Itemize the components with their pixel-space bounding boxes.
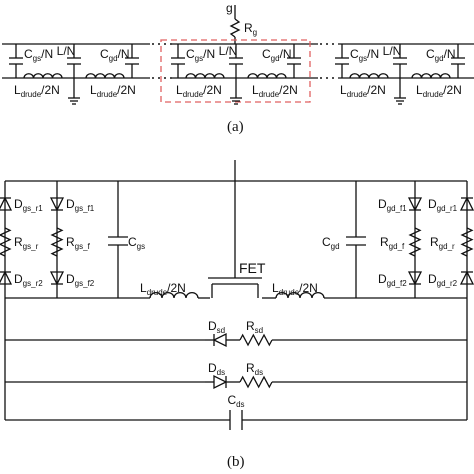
cell-right-ldrude-right-label: Ldrude/2N (416, 83, 462, 99)
r-gs-f-label: Rgs_f (66, 235, 91, 251)
cell-left-ldrude-left-label: Ldrude/2N (14, 83, 60, 99)
diode-triangle (0, 270, 13, 285)
d-gd-r1-label: Dgd_r1 (428, 197, 458, 213)
cgs-label: Cgs (128, 235, 145, 251)
cell-center-ldrude-right-label: Ldrude/2N (252, 83, 298, 99)
ldrude-left-inductor (149, 291, 199, 299)
ldrude-right-inductor (275, 291, 325, 299)
rg-label: Rg (244, 21, 257, 37)
generated-components: Cgs/N L/N Cgd/N Ldrude/2N Ldrude/2N Cgs/N L/N C… (0, 44, 474, 409)
d-gs-r1-diode (0, 196, 13, 211)
cell-right-ldrude-left-label: Ldrude/2N (340, 83, 386, 99)
d-gd-r2-diode (459, 270, 474, 285)
r-gs-r-resistor (0, 227, 12, 257)
cell-left-ldrude-left-inductor (23, 73, 63, 79)
cell-center-cgs-label: Cgs/N (186, 47, 215, 63)
cell-center-ldrude-left-inductor (185, 73, 225, 79)
diode-triangle (0, 196, 13, 211)
fet-label: FET (239, 260, 266, 276)
d-gd-r1-diode (459, 196, 474, 211)
cell-right-ground-icon (394, 92, 406, 105)
diode-triangle (212, 332, 227, 348)
d-gd-f1-label: Dgd_f1 (378, 197, 407, 213)
cell-left-cgd-label: Cgd/N (100, 47, 130, 63)
rds-resistor (239, 375, 273, 389)
cell-left-ln-label: L/N (57, 44, 76, 58)
r-gd-r-label: Rgd_r (430, 235, 455, 251)
r-gs-f-resistor (50, 227, 64, 257)
cell-right-ln-label: L/N (383, 44, 402, 58)
d-gs-f2-label: Dgs_f2 (66, 272, 95, 288)
diode-triangle (49, 271, 65, 286)
rg-resistor (229, 18, 241, 38)
cell-center-ldrude-left-label: Ldrude/2N (176, 83, 222, 99)
diode-triangle (49, 197, 65, 212)
r-gs-r-label: Rgs_r (14, 235, 39, 251)
cell-left-ground-icon (68, 92, 80, 105)
d-gd-r2-label: Dgd_r2 (428, 272, 458, 288)
panel-b-fet-model: FET (b) (4, 160, 468, 470)
rsd-resistor (239, 333, 273, 347)
r-gd-r-resistor (460, 227, 474, 257)
rsd-label: Rsd (246, 319, 263, 335)
d-gd-f2-diode (407, 271, 423, 286)
cell-center-cgd-label: Cgd/N (262, 47, 292, 63)
d-gs-f1-diode (49, 197, 65, 212)
cell-center-ground-icon (230, 92, 242, 105)
panel-a-ladder-circuit: g Rg (a) (2, 1, 474, 135)
d-gs-r2-diode (0, 270, 13, 285)
caption-b: (b) (227, 454, 245, 470)
cell-right-cgd-label: Cgd/N (426, 47, 456, 63)
d-gs-r1-label: Dgs_r1 (14, 197, 43, 213)
d-gs-f1-label: Dgs_f1 (66, 197, 95, 213)
ldrude-right-label: Ldrude/2N (272, 281, 318, 297)
ldrude-left-label: Ldrude/2N (140, 281, 186, 297)
cell-left-ldrude-right-label: Ldrude/2N (90, 83, 136, 99)
dsd-label: Dsd (208, 319, 225, 335)
dsd-diode (212, 332, 227, 348)
d-gd-f2-label: Dgd_f2 (378, 272, 407, 288)
gate-label: g (226, 1, 233, 15)
cell-right-cgs-label: Cgs/N (350, 47, 379, 63)
diode-triangle (407, 271, 423, 286)
cell-left-cgs-label: Cgs/N (24, 47, 53, 63)
cds-label: Cds (227, 393, 244, 409)
d-gs-r2-label: Dgs_r2 (14, 272, 43, 288)
d-gd-f1-diode (407, 197, 423, 212)
diode-triangle (407, 197, 423, 212)
cgd-label: Cgd (322, 235, 340, 251)
cell-center-ldrude-right-inductor (247, 73, 287, 79)
cell-left-ldrude-right-inductor (85, 73, 125, 79)
rds-label: Rds (246, 361, 263, 377)
dds-label: Dds (208, 361, 225, 377)
cell-right-ldrude-right-inductor (411, 73, 451, 79)
d-gs-f2-diode (49, 271, 65, 286)
r-gd-f-resistor (408, 227, 422, 257)
cell-center-ln-label: L/N (219, 44, 238, 58)
diode-triangle (213, 374, 228, 390)
dds-diode (213, 374, 228, 390)
repeated-cell-highlight (160, 39, 311, 103)
diode-triangle (459, 196, 474, 211)
r-gd-f-label: Rgd_f (380, 235, 405, 251)
diode-triangle (459, 270, 474, 285)
caption-a: (a) (227, 119, 244, 135)
cell-right-ldrude-left-inductor (349, 73, 389, 79)
